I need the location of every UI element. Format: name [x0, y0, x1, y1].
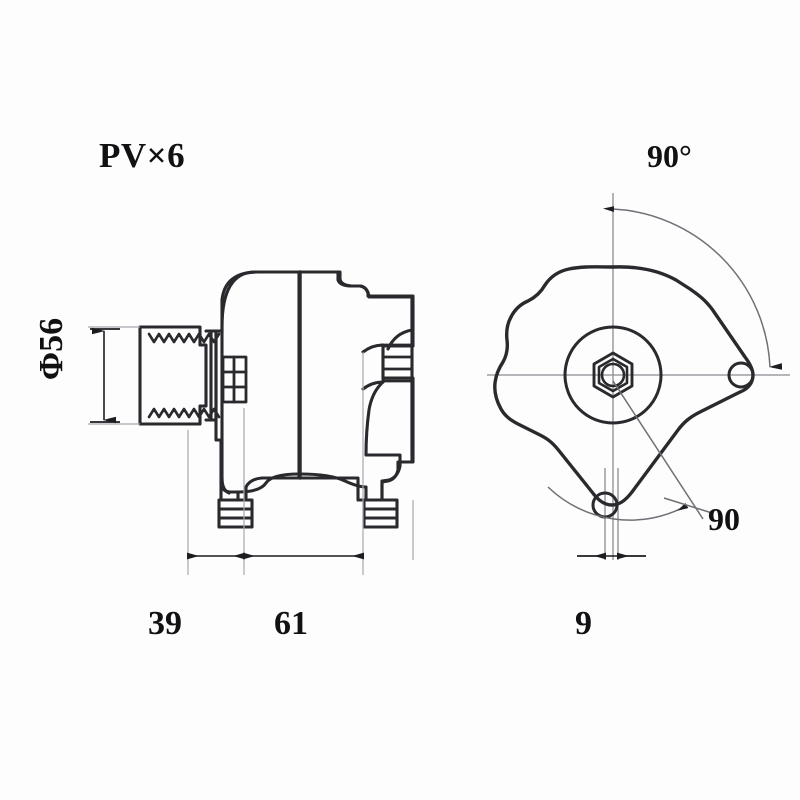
rear-foot-neck: [364, 479, 384, 502]
rear-housing-top-edge: [298, 270, 414, 299]
label-dim-39: 39: [148, 605, 182, 642]
leader-90: [612, 380, 704, 520]
pulley-grooves-top: [147, 332, 221, 344]
rear-housing-inner-lower: [364, 380, 402, 483]
rear-housing-inner-upper: [386, 295, 414, 351]
side-view-group: [138, 270, 415, 529]
label-dim-61: 61: [274, 605, 308, 642]
angle-arc-90: [547, 486, 689, 521]
pulley-outline: [138, 325, 208, 426]
label-pulley-type: PV×6: [99, 136, 186, 175]
angle-arc-90deg: [603, 206, 783, 370]
front-view-annotations: [547, 206, 783, 521]
front-housing-bottom-step: [220, 476, 240, 502]
pulley-grooves-bottom: [147, 407, 221, 419]
label-angle-90deg: 90°: [647, 138, 692, 174]
front-view-centerlines: [487, 193, 790, 560]
front-housing-top: [220, 270, 302, 302]
front-housing-foot-curve: [236, 472, 301, 494]
label-diameter: Φ56: [33, 317, 70, 381]
rear-foot-curve: [298, 472, 368, 489]
phi56-dimension: [90, 327, 120, 424]
leader-90-tail: [663, 497, 713, 514]
label-dim-9: 9: [575, 605, 592, 642]
rear-foot-lug: [362, 498, 399, 529]
front-foot-lug: [217, 498, 254, 529]
label-dim-90: 90: [708, 501, 740, 537]
side-view-extension-lines: [88, 326, 414, 575]
front-view-group: [493, 265, 755, 519]
rear-housing-notch-upper: [361, 343, 385, 354]
rear-housing-outline: [298, 270, 415, 502]
